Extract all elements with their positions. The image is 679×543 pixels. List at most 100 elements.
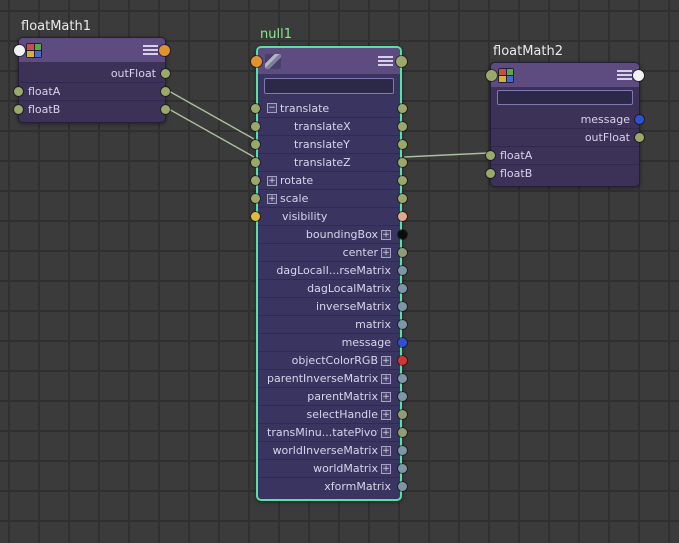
node-floatmath2[interactable]: floatMath2 message outFloat floatA float…: [486, 44, 644, 187]
plug-floata-out[interactable]: [161, 87, 170, 96]
plug-parentmatrix-out[interactable]: [398, 392, 407, 401]
attr-row-inversematrix[interactable]: inverseMatrix: [258, 297, 407, 315]
plug-daglocalmatrix-out[interactable]: [398, 284, 407, 293]
attr-row-daglocalmatrix[interactable]: dagLocalMatrix: [258, 279, 407, 297]
node-state-plug[interactable]: [633, 69, 644, 81]
wire-floata-to-translatey[interactable]: [166, 89, 255, 140]
expand-icon[interactable]: [381, 373, 391, 384]
plug-parentinversematrix-out[interactable]: [398, 374, 407, 383]
node-state-plug[interactable]: [14, 44, 25, 56]
attr-row-objectcolorrgb[interactable]: objectColorRGB: [258, 351, 407, 369]
attr-row-rotate[interactable]: rotate: [251, 171, 407, 189]
plug-floatb-out[interactable]: [161, 105, 170, 114]
expand-icon[interactable]: [381, 409, 391, 420]
attr-row-floatb[interactable]: floatB: [14, 100, 170, 118]
node-header-null1[interactable]: [251, 48, 407, 74]
expand-icon[interactable]: [381, 229, 391, 240]
attr-row-floata[interactable]: floatA: [486, 146, 639, 164]
node-null1[interactable]: null1 translate translateX translateY: [251, 27, 407, 501]
attr-row-parentinversematrix[interactable]: parentInverseMatrix: [258, 369, 407, 387]
attr-row-floatb[interactable]: floatB: [486, 164, 639, 182]
expand-icon[interactable]: [381, 463, 391, 474]
hamburger-menu-icon[interactable]: [378, 55, 393, 67]
plug-transminusrotatepivot-out[interactable]: [398, 428, 407, 437]
attr-row-translate[interactable]: translate: [251, 99, 407, 117]
plug-xformmatrix-out[interactable]: [398, 482, 407, 491]
plug-daglocalinversematrix-out[interactable]: [398, 266, 407, 275]
plug-translatex-out[interactable]: [398, 122, 407, 131]
plug-matrix-out[interactable]: [398, 320, 407, 329]
node-output-plug[interactable]: [396, 55, 407, 67]
plug-scale-in[interactable]: [251, 194, 260, 203]
plug-translatez-in[interactable]: [251, 158, 260, 167]
plug-translatey-out[interactable]: [398, 140, 407, 149]
plug-floatb-in[interactable]: [486, 169, 495, 178]
plug-outfloat-out[interactable]: [161, 68, 170, 78]
node-input-plug[interactable]: [486, 69, 497, 81]
plug-rotate-out[interactable]: [398, 176, 407, 185]
plug-translate-in[interactable]: [251, 103, 260, 113]
attr-row-parentmatrix[interactable]: parentMatrix: [258, 387, 407, 405]
plug-inversematrix-out[interactable]: [398, 302, 407, 311]
attr-row-boundingbox[interactable]: boundingBox: [258, 225, 407, 243]
node-input-plug[interactable]: [251, 55, 262, 67]
plug-visibility-in[interactable]: [251, 212, 260, 221]
attr-row-scale[interactable]: scale: [251, 189, 407, 207]
expand-icon[interactable]: [267, 193, 277, 204]
attr-row-xformmatrix[interactable]: xformMatrix: [258, 477, 407, 495]
hamburger-menu-icon[interactable]: [143, 44, 158, 56]
expand-icon[interactable]: [381, 445, 391, 456]
hamburger-menu-icon[interactable]: [617, 69, 632, 81]
attr-row-translatex[interactable]: translateX: [251, 117, 407, 135]
node-output-plug[interactable]: [159, 44, 170, 56]
plug-message-out[interactable]: [398, 338, 407, 347]
plug-scale-out[interactable]: [398, 194, 407, 203]
node-floatmath1[interactable]: floatMath1 outFloat floatA floatB: [14, 19, 170, 123]
expand-icon[interactable]: [381, 355, 391, 366]
attr-row-selecthandle[interactable]: selectHandle: [258, 405, 407, 423]
attr-row-outfloat[interactable]: outFloat: [19, 64, 170, 82]
attr-row-center[interactable]: center: [258, 243, 407, 261]
plug-translatex-in[interactable]: [251, 122, 260, 131]
plug-center-out[interactable]: [398, 248, 407, 257]
attr-row-message[interactable]: message: [491, 110, 644, 128]
attr-row-translatez[interactable]: translateZ: [251, 153, 407, 171]
plug-worldinversematrix-out[interactable]: [398, 446, 407, 455]
plug-outfloat-out[interactable]: [635, 133, 644, 142]
plug-rotate-in[interactable]: [251, 176, 260, 185]
expand-icon[interactable]: [381, 391, 391, 402]
plug-worldmatrix-out[interactable]: [398, 464, 407, 473]
plug-message-out[interactable]: [635, 114, 644, 124]
plug-objectcolorrgb-out[interactable]: [398, 356, 407, 365]
expand-icon[interactable]: [381, 247, 391, 258]
attr-row-floata[interactable]: floatA: [14, 82, 170, 100]
attr-row-transminusrotatepivot[interactable]: transMinu...tatePivot: [258, 423, 407, 441]
plug-translatey-in[interactable]: [251, 140, 260, 149]
attr-row-worldmatrix[interactable]: worldMatrix: [258, 459, 407, 477]
attr-row-daglocalinversematrix[interactable]: dagLocalI...rseMatrix: [258, 261, 407, 279]
expand-icon[interactable]: [267, 175, 277, 186]
plug-visibility-out[interactable]: [398, 212, 407, 221]
plug-floata-in[interactable]: [486, 151, 495, 160]
plug-selecthandle-out[interactable]: [398, 410, 407, 419]
wire-floatb-to-translatez[interactable]: [166, 107, 255, 158]
plug-floatb-in[interactable]: [14, 105, 23, 114]
plug-boundingbox-out[interactable]: [398, 230, 407, 239]
plug-translatez-out[interactable]: [398, 158, 407, 167]
node-name-field[interactable]: [497, 90, 633, 105]
node-header-floatmath1[interactable]: [14, 38, 170, 62]
attr-row-matrix[interactable]: matrix: [258, 315, 407, 333]
node-header-floatmath2[interactable]: [486, 63, 644, 87]
wire-translatez-to-floata[interactable]: [403, 152, 489, 158]
collapse-icon[interactable]: [267, 103, 277, 113]
plug-floata-in[interactable]: [14, 87, 23, 96]
node-name-field[interactable]: [264, 78, 394, 94]
attr-row-outfloat[interactable]: outFloat: [491, 128, 644, 146]
attr-row-message[interactable]: message: [258, 333, 407, 351]
attr-row-visibility[interactable]: visibility: [251, 207, 407, 225]
attr-row-worldinversematrix[interactable]: worldInverseMatrix: [258, 441, 407, 459]
plug-translate-out[interactable]: [398, 103, 407, 113]
expand-icon[interactable]: [381, 427, 391, 438]
attr-row-translatey[interactable]: translateY: [251, 135, 407, 153]
